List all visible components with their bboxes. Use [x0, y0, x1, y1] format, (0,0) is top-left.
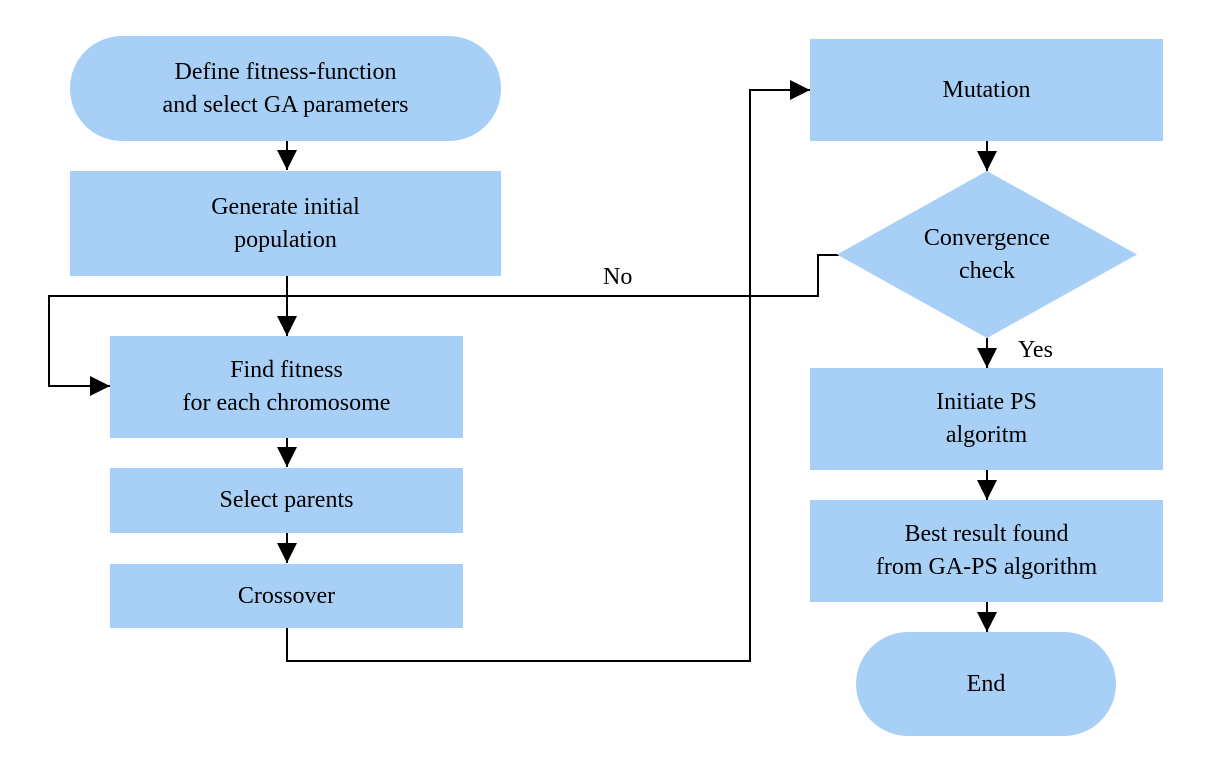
generate-population-box: Generate initial population	[70, 171, 501, 276]
mutation-label: Mutation	[942, 76, 1031, 103]
initiate-ps-box: Initiate PS algoritm	[810, 368, 1163, 470]
initiate-ps-label: Initiate PS algoritm	[936, 389, 1037, 448]
yes-branch-label: Yes	[1018, 337, 1053, 363]
start-label: Define fitness-function and select GA pa…	[162, 58, 409, 118]
best-result-box: Best result found from GA-PS algorithm	[810, 500, 1163, 602]
arrow-convergence-no-loop	[48, 254, 839, 396]
end-label: End	[966, 670, 1006, 697]
crossover-label: Crossover	[237, 582, 336, 609]
crossover-box: Crossover	[110, 564, 463, 628]
select-parents-box: Select parents	[110, 468, 463, 533]
convergence-decision: Convergence check	[837, 171, 1137, 338]
arrow-crossover-to-mutation	[286, 80, 810, 662]
end-terminal: End	[856, 632, 1116, 736]
no-branch-label: No	[603, 264, 633, 290]
decision-diamond-shape	[837, 171, 1137, 338]
find-fitness-box: Find fitness for each chromosome	[110, 336, 463, 438]
select-parents-label: Select parents	[219, 487, 354, 513]
generate-population-label: Generate initial population	[211, 193, 360, 253]
best-result-label: Best result found from GA-PS algorithm	[875, 521, 1098, 580]
mutation-box: Mutation	[810, 39, 1163, 141]
find-fitness-label: Find fitness for each chromosome	[182, 357, 391, 416]
start-terminal: Define fitness-function and select GA pa…	[70, 36, 501, 141]
convergence-label: Convergence check	[923, 224, 1051, 284]
